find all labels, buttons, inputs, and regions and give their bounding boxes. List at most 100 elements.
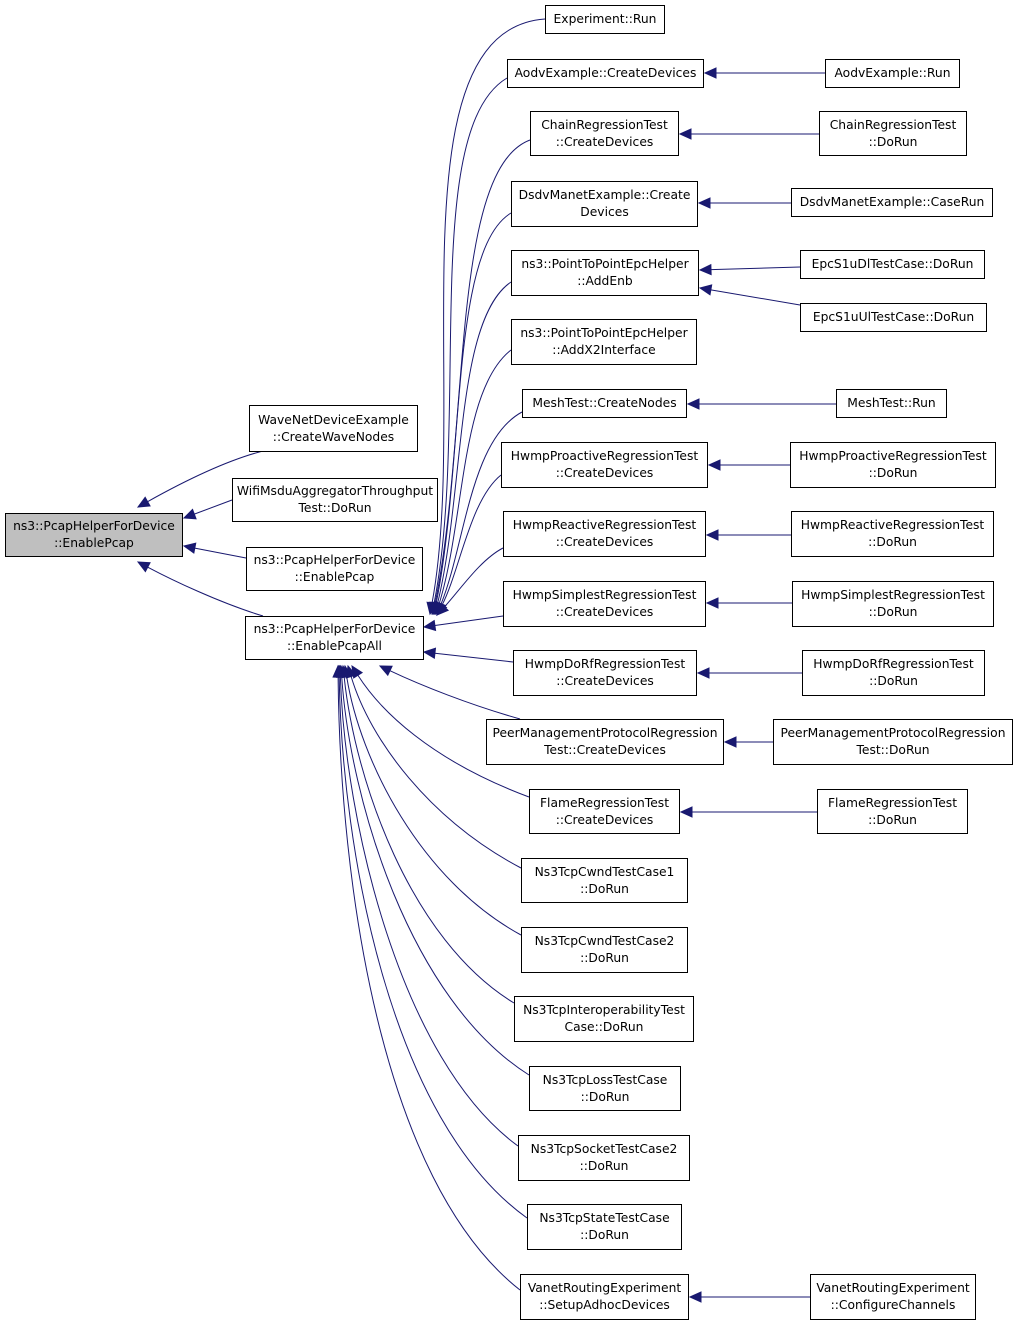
edge-sock2-to-all-line	[339, 676, 519, 1147]
edge-vanetr-to-vanetc	[688, 1291, 810, 1303]
node-flamer[interactable]: FlameRegressionTest ::DoRun	[817, 789, 968, 834]
edge-wave-to-root	[136, 450, 264, 508]
edge-epcul-to-addenb-line	[710, 289, 801, 306]
node-addenb[interactable]: ns3::PointToPointEpcHelper ::AddEnb	[511, 250, 699, 296]
edge-all-to-root-arrowhead	[136, 561, 151, 573]
edge-wave-to-root-line	[147, 450, 264, 503]
node-chainc[interactable]: ChainRegressionTest ::CreateDevices	[530, 111, 679, 156]
edge-chainr-to-chainc-arrowhead	[678, 128, 692, 140]
edge-vanetc-to-all-line	[337, 676, 521, 1291]
edge-dsdvr-to-dsdvc-arrowhead	[697, 197, 711, 209]
node-wifi[interactable]: WifiMsduAggregatorThroughput Test::DoRun	[232, 478, 438, 522]
node-peerr[interactable]: PeerManagementProtocolRegression Test::D…	[773, 719, 1013, 765]
edge-state-to-all-line	[338, 676, 528, 1219]
node-dsdvc[interactable]: DsdvManetExample::Create Devices	[511, 181, 698, 227]
edge-aodvr-to-aodvc	[703, 67, 825, 79]
node-dsdvr[interactable]: DsdvManetExample::CaseRun	[791, 188, 993, 217]
node-enpcap2[interactable]: ns3::PcapHelperForDevice ::EnablePcap	[246, 547, 423, 591]
edge-addx2-to-all	[433, 349, 512, 616]
node-hsimr[interactable]: HwmpSimplestRegressionTest ::DoRun	[792, 581, 994, 627]
edge-hreac-to-all-line	[444, 547, 504, 608]
edge-hreac-to-all	[436, 547, 504, 616]
node-hprocr[interactable]: HwmpProactiveRegressionTest ::DoRun	[790, 442, 996, 488]
edge-vanetc-to-all-arrowhead	[332, 664, 344, 678]
edge-hsimr-to-hsimc-arrowhead	[705, 597, 719, 609]
edge-aodvr-to-aodvc-arrowhead	[703, 67, 717, 79]
edge-chainr-to-chainc	[678, 128, 819, 140]
node-hdorfc[interactable]: HwmpDoRfRegressionTest ::CreateDevices	[513, 650, 697, 696]
edge-cwnd2-to-all-line	[346, 676, 522, 936]
edge-wave-to-root-arrowhead	[136, 496, 151, 508]
edge-peerr-to-peerc-arrowhead	[723, 736, 737, 748]
edge-hprocr-to-hproc	[707, 459, 790, 471]
node-all[interactable]: ns3::PcapHelperForDevice ::EnablePcapAll	[245, 616, 424, 660]
node-vanetr[interactable]: VanetRoutingExperiment ::ConfigureChanne…	[810, 1274, 976, 1320]
edge-dsdvc-to-all-line	[435, 212, 512, 604]
edge-enpcap2-to-root	[182, 542, 247, 559]
node-aodvc[interactable]: AodvExample::CreateDevices	[507, 59, 704, 88]
edge-peerc-to-all-line	[389, 670, 521, 720]
edge-peerc-to-all-arrowhead	[378, 665, 393, 677]
edge-flamec-to-all-line	[357, 675, 530, 798]
node-cwnd1[interactable]: Ns3TcpCwndTestCase1 ::DoRun	[521, 858, 688, 903]
edge-hdorfc-to-all	[422, 647, 514, 663]
edge-hsimr-to-hsimc	[705, 597, 792, 609]
node-hproc[interactable]: HwmpProactiveRegressionTest ::CreateDevi…	[501, 442, 708, 488]
edge-all-to-root-line	[147, 566, 264, 617]
edge-interop-to-all-line	[343, 676, 515, 1004]
node-root: ns3::PcapHelperForDevice ::EnablePcap	[5, 513, 183, 557]
edge-exp-to-all-line	[431, 18, 546, 604]
edge-meshc-to-all-line	[440, 411, 523, 604]
edge-hreacr-to-hreac-arrowhead	[705, 529, 719, 541]
edge-wifi-to-root-line	[194, 499, 233, 515]
edge-cwnd1-to-all-line	[350, 676, 522, 869]
node-chainr[interactable]: ChainRegressionTest ::DoRun	[819, 111, 967, 156]
edge-hdorfc-to-all-line	[434, 652, 514, 663]
edge-epcdl-to-addenb-line	[710, 266, 801, 271]
edge-hsimc-to-all-line	[434, 615, 504, 626]
node-state[interactable]: Ns3TcpStateTestCase ::DoRun	[527, 1204, 682, 1250]
node-epcdl[interactable]: EpcS1uDlTestCase::DoRun	[800, 250, 985, 279]
node-cwnd2[interactable]: Ns3TcpCwndTestCase2 ::DoRun	[521, 927, 688, 973]
edge-epcdl-to-addenb-arrowhead	[698, 263, 712, 276]
node-sock2[interactable]: Ns3TcpSocketTestCase2 ::DoRun	[518, 1135, 690, 1181]
node-addx2[interactable]: ns3::PointToPointEpcHelper ::AddX2Interf…	[511, 319, 697, 365]
edge-dsdvr-to-dsdvc	[697, 197, 791, 209]
edge-epcul-to-addenb-arrowhead	[698, 284, 713, 296]
edge-meshr-to-meshc	[686, 398, 836, 410]
edge-epcul-to-addenb	[698, 284, 801, 306]
node-vanetc[interactable]: VanetRoutingExperiment ::SetupAdhocDevic…	[520, 1274, 689, 1320]
edge-vanetr-to-vanetc-arrowhead	[688, 1291, 702, 1303]
node-hsimc[interactable]: HwmpSimplestRegressionTest ::CreateDevic…	[503, 581, 706, 627]
node-hreac[interactable]: HwmpReactiveRegressionTest ::CreateDevic…	[503, 511, 706, 557]
edge-vanetc-to-all	[332, 664, 521, 1291]
node-hreacr[interactable]: HwmpReactiveRegressionTest ::DoRun	[791, 511, 994, 557]
edge-aodvc-to-all-line	[433, 77, 508, 604]
node-hdorfr[interactable]: HwmpDoRfRegressionTest ::DoRun	[802, 650, 985, 696]
edge-addx2-to-all-line	[438, 349, 512, 604]
edge-addenb-to-all-line	[437, 281, 512, 604]
edge-hsimc-to-all-arrowhead	[422, 619, 437, 632]
node-interop[interactable]: Ns3TcpInteroperabilityTest Case::DoRun	[514, 996, 694, 1042]
node-exp[interactable]: Experiment::Run	[545, 5, 665, 34]
node-wave[interactable]: WaveNetDeviceExample ::CreateWaveNodes	[249, 405, 418, 452]
node-flamec[interactable]: FlameRegressionTest ::CreateDevices	[529, 789, 680, 834]
edge-chainc-to-all-line	[434, 139, 531, 604]
node-meshr[interactable]: MeshTest::Run	[836, 389, 947, 418]
node-aodvr[interactable]: AodvExample::Run	[825, 59, 960, 88]
edge-hprocr-to-hproc-arrowhead	[707, 459, 721, 471]
edge-hdorfc-to-all-arrowhead	[422, 647, 437, 660]
edge-hsimc-to-all	[422, 615, 504, 632]
node-loss[interactable]: Ns3TcpLossTestCase ::DoRun	[529, 1066, 681, 1111]
edge-interop-to-all	[338, 664, 515, 1004]
edge-hreac-to-all-arrowhead	[436, 602, 450, 616]
node-peerc[interactable]: PeerManagementProtocolRegression Test::C…	[486, 719, 724, 765]
edge-hdorfr-to-hdorfc-arrowhead	[696, 667, 710, 679]
edge-wifi-to-root-arrowhead	[182, 508, 197, 520]
edge-loss-to-all-line	[341, 676, 530, 1076]
node-epcul[interactable]: EpcS1uUlTestCase::DoRun	[800, 303, 987, 332]
edge-enpcap2-to-root-line	[194, 547, 247, 559]
node-meshc[interactable]: MeshTest::CreateNodes	[522, 389, 687, 418]
